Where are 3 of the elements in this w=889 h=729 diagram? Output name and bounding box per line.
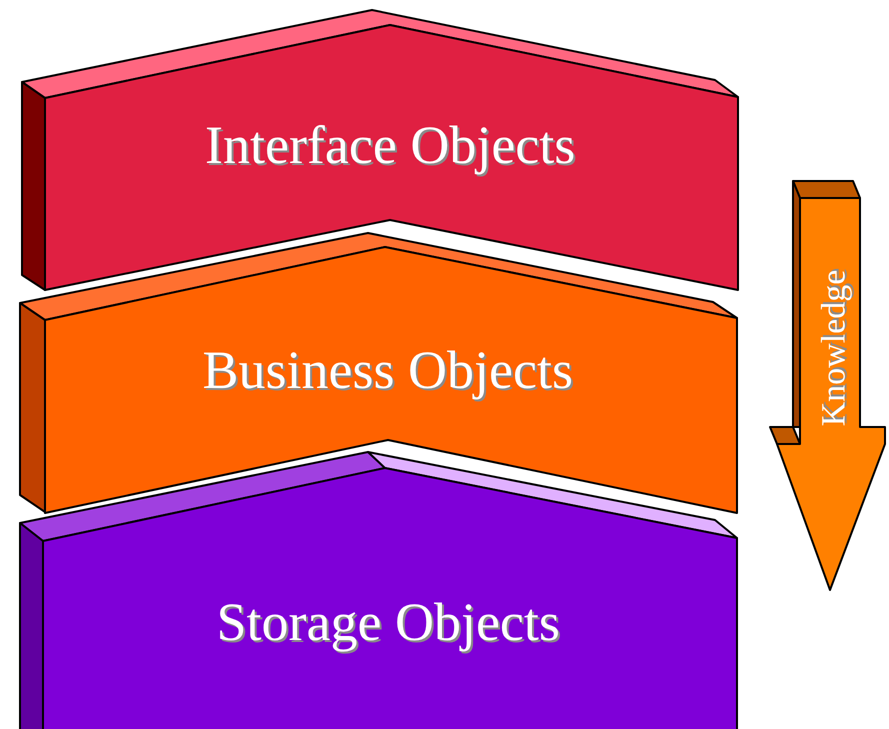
arrow-label: Knowledge xyxy=(816,270,851,426)
layer-label: Interface Objects xyxy=(205,118,576,172)
layer-label: Business Objects xyxy=(202,343,573,397)
